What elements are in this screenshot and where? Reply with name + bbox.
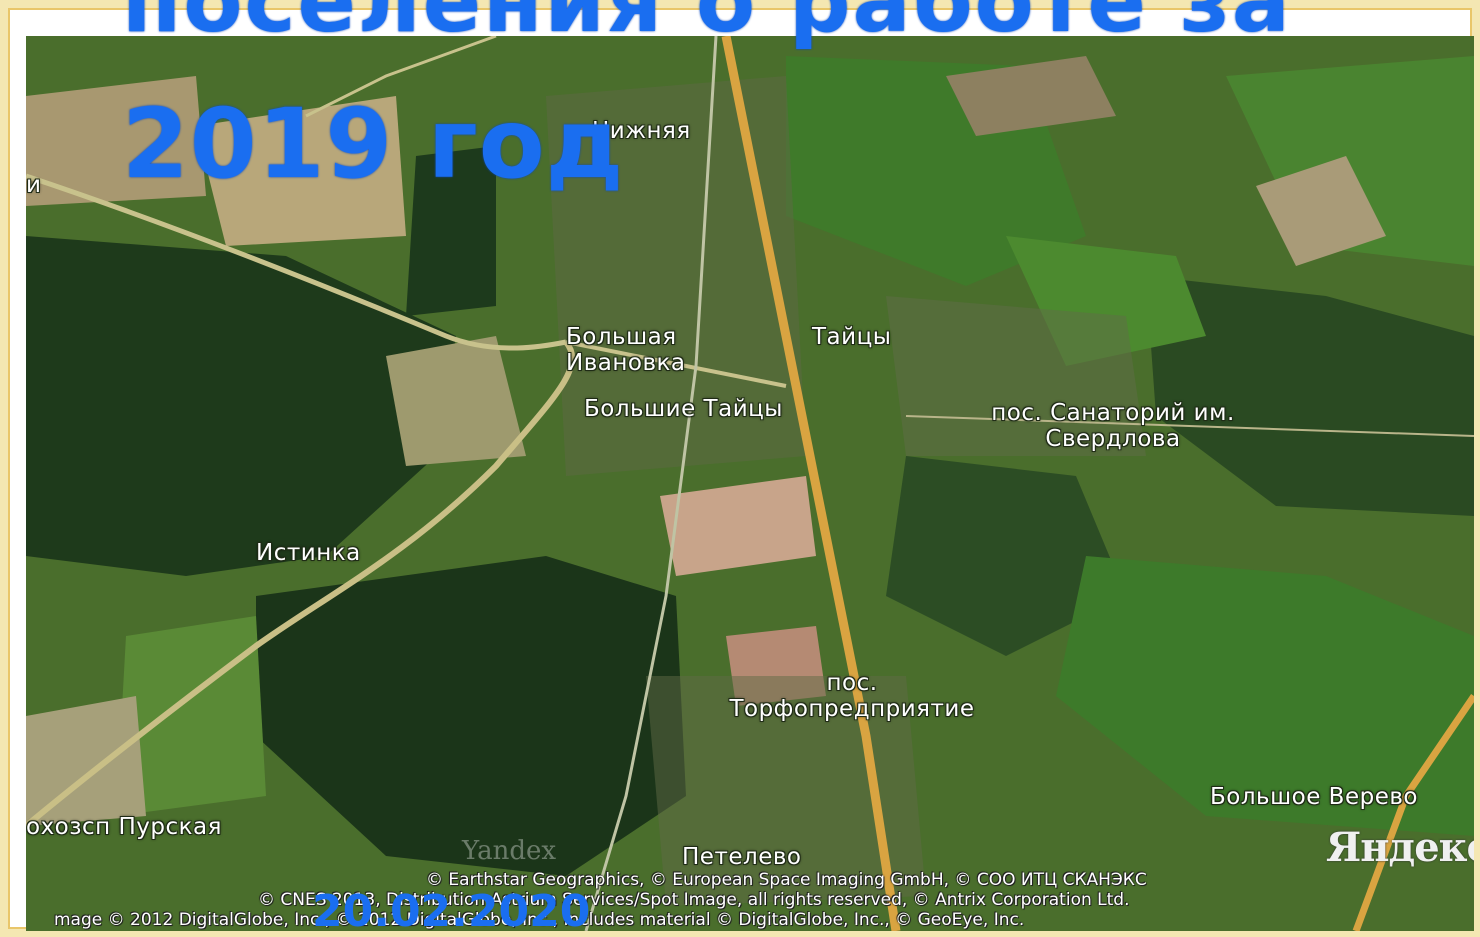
highway [721,36,901,931]
place-bolshaya-ivanovka: Большая Ивановка [566,324,686,376]
attribution-line-3: mage © 2012 DigitalGlobe, Inc., © 2012 D… [54,910,1025,930]
field-pink [660,476,816,576]
place-bolshoe-verevo: Большое Верево [1210,784,1418,810]
field-tan-north [196,96,406,246]
railway [584,36,718,931]
field-tan-east [1256,156,1386,266]
forest-north [406,146,496,316]
attribution-line-1: © Earthstar Geographics, © European Spac… [426,870,1147,890]
yandex-logo[interactable]: Яндекс [1326,824,1474,871]
forest-south [256,556,686,876]
place-torfopredpriyatie: пос. Торфопредприятие [729,670,975,722]
highway-east [1352,694,1474,931]
forest-east [1146,276,1474,516]
field-gray [386,336,526,466]
place-taitsy: Тайцы [812,324,892,350]
slide-title-line: поселения о работе за [122,0,1292,52]
place-petelevo: Петелево [682,844,802,870]
place-sanatorium: пос. Санаторий им. Свердлова [991,400,1235,452]
settlement-sanatorium [886,296,1146,456]
field-far-northeast [1226,56,1474,266]
slide-date: 20.02.2020 [312,886,591,937]
field-tan-northwest [26,76,206,206]
slide-title-year: 2019 год [122,88,625,200]
attribution-line-2: © CNES 2013, Distribution Astrium Servic… [258,890,1130,910]
place-nizhnyaya: Нижняя [592,118,691,144]
place-purskaya: охозсп Пурская [26,814,222,840]
forest-center [886,456,1126,656]
road-north [305,36,497,118]
place-edge-left: и [26,172,42,198]
road-east [905,415,1474,437]
yandex-watermark: Yandex [462,836,557,866]
field-southeast [1056,556,1474,836]
forest-west [26,236,456,576]
field-brown [946,56,1116,136]
satellite-imagery [26,36,1474,931]
road-west [26,173,567,351]
place-istinka: Истинка [256,540,361,566]
settlement-torfo [646,676,926,906]
place-bolshie-taitsy: Большие Тайцы [584,396,783,422]
satellite-map[interactable]: Нижняя и Большая Ивановка Тайцы Большие … [26,36,1474,931]
field-tan-southwest [26,696,146,826]
road-southwest [26,340,576,829]
road-center [565,340,787,388]
